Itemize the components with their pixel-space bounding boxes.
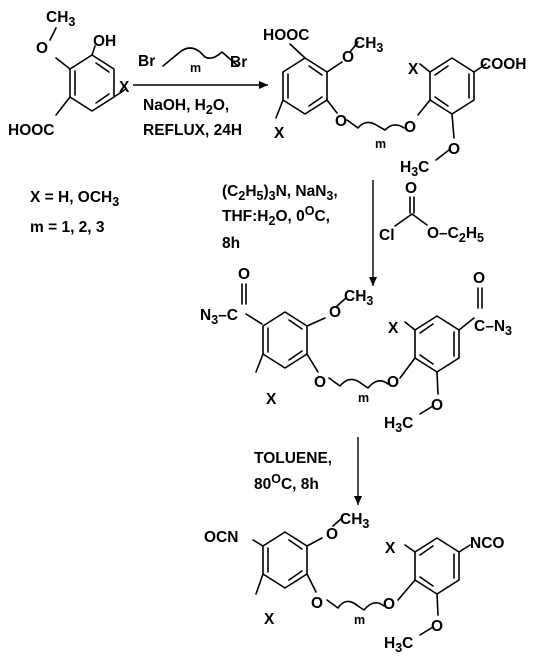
substituent-x-label: X [119,79,130,96]
diazide-x-right: X [388,320,399,337]
diacid-x-left: X [274,125,285,142]
acid-label: HOOC [8,122,55,139]
diacid-repeat-m: m [375,137,386,151]
diisocyanate-repeat-m: m [354,613,365,627]
diisocyanate-left-group: OCN [204,529,238,546]
diacid-oxygen-top: O [342,49,354,66]
x-definition: X = H, OCH3 [30,189,119,209]
ring-oxygen-label: O [36,40,48,57]
reactant-vanillic-acid: CH3 O OH X HOOC [8,9,130,139]
diisocyanate-ome-bottom: H3C [384,635,413,655]
diisocyanate-ether-oxygen-left: O [311,595,323,612]
diacid-ether-oxygen-right: O [404,119,416,136]
diazide-oxygen-top: O [329,304,341,321]
step1-conditions-line2: REFLUX, 24H [143,122,242,139]
diazide-ome-bottom: H3C [384,415,413,435]
diacid-right-acid: COOH [480,56,527,73]
diacid-oxygen-bottom: O [448,141,460,158]
step3-conditions-line2: 80OC, 8h [254,472,319,493]
chloroformate-oet: O–C2H5 [427,225,484,245]
diacid-ome-top: CH3 [354,35,383,55]
diazide-repeat-m: m [358,391,369,405]
diacid-product: HOOC COOH O CH3 O O m X X O H3C [263,27,527,179]
step2-conditions-line1: (C2H5)3N, NaN3, [222,183,338,203]
diazide-left-carbonyl-o: O [238,266,250,283]
diisocyanate-product: OCN NCO O CH3 O O m X X O H3C [204,511,504,655]
diacid-x-right: X [408,61,419,78]
diazide-product: O N3–C O C–N3 O CH3 O O m X X O H3C [200,266,512,435]
bromine-right: Br [230,54,247,71]
ethyl-chloroformate: O Cl O–C2H5 [379,180,484,245]
dibromide: Br Br m [138,47,247,75]
step2-conditions-line2: THF:H2O, 0OC, [222,204,330,228]
bromine-left: Br [138,53,155,70]
hydroxyl-label: OH [93,33,116,50]
diazide-right-carbonyl-o: O [473,270,485,287]
diacid-left-acid: HOOC [263,27,310,44]
step2-conditions-line3: 8h [222,235,240,252]
step3-conditions-line1: TOLUENE, [254,450,332,467]
diisocyanate-x-right: X [385,540,396,557]
diazide-ether-oxygen-left: O [314,374,326,391]
diisocyanate-ome-top: CH3 [340,511,369,531]
diacid-ome-bottom: H3C [400,159,429,179]
diazide-left-group: N3–C [200,307,238,327]
diazide-ether-oxygen-right: O [387,374,399,391]
diazide-right-group: C–N3 [474,318,512,338]
diisocyanate-oxygen-top: O [326,526,338,543]
m-definition: m = 1, 2, 3 [30,219,105,236]
repeat-m-label: m [190,61,201,75]
diisocyanate-x-left: X [264,611,275,628]
diazide-oxygen-bottom: O [431,397,443,414]
diisocyanate-right-group: NCO [470,535,504,552]
diazide-x-left: X [266,391,277,408]
diazide-ome-top: CH3 [344,288,373,308]
diisocyanate-ether-oxygen-right: O [383,596,395,613]
reactant-ring [49,27,127,116]
diacid-ether-oxygen-left: O [335,113,347,130]
diisocyanate-oxygen-bottom: O [431,618,443,635]
chloroformate-cl: Cl [379,227,395,244]
step1-conditions-line1: NaOH, H2O, [143,97,229,117]
methoxy-label: CH3 [46,9,75,29]
chloroformate-carbonyl-o: O [405,180,417,197]
